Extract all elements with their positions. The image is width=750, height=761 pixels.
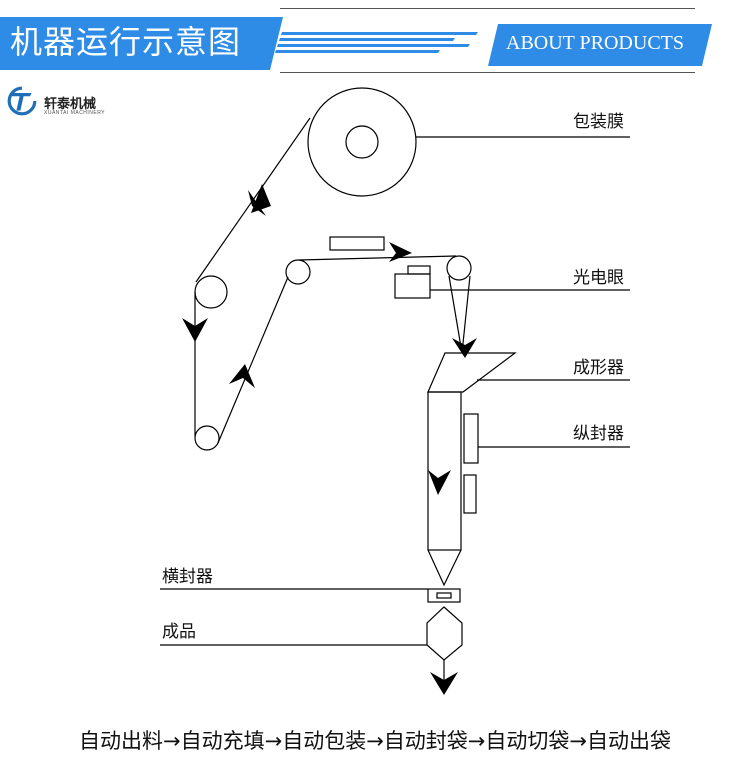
finished-bag — [426, 606, 463, 661]
transverse-sealer — [427, 588, 461, 603]
subtitle-banner — [488, 24, 712, 66]
output-arrow-icon — [430, 672, 458, 695]
guide-roller — [446, 255, 472, 281]
t-swirl-logo-icon — [7, 86, 37, 116]
product-label: 成品 — [162, 622, 196, 642]
guide-roller — [194, 275, 228, 309]
machine-diagram — [160, 87, 630, 695]
process-flow-text: 自动出料→自动充填→自动包装→自动封袋→自动切袋→自动出袋 — [79, 729, 671, 753]
forming-collar — [427, 352, 517, 393]
speed-stripe — [277, 44, 470, 47]
film-path — [217, 276, 289, 444]
film-label: 包装膜 — [573, 112, 624, 132]
flow-arrow-icon — [452, 338, 477, 358]
film-roll — [307, 87, 417, 197]
transverse-sealer-jaw — [436, 592, 452, 599]
flow-arrow-icon — [229, 364, 255, 388]
flow-arrow-icon — [428, 470, 451, 495]
logo-name: 轩泰机械 — [44, 97, 97, 112]
tube-funnel — [427, 549, 462, 587]
header-bottom-rule — [280, 72, 695, 73]
title-banner — [0, 17, 283, 70]
header-banner: 机器运行示意图 ABOUT PRODUCTS — [0, 0, 750, 80]
film-roll-core — [345, 125, 379, 159]
top-plate — [329, 236, 385, 251]
flow-arrow-icon — [389, 242, 412, 262]
forming-tube — [427, 391, 462, 551]
longitudinal-sealer-label: 纵封器 — [573, 424, 624, 444]
photo-eye-label: 光电眼 — [573, 268, 624, 288]
page-title: 机器运行示意图 — [10, 23, 242, 61]
film-path — [461, 275, 471, 354]
photo-eye-sensor — [394, 273, 431, 299]
guide-roller — [194, 425, 220, 451]
transverse-sealer-label: 横封器 — [162, 567, 213, 587]
film-path — [298, 255, 457, 261]
flow-arrow-icon — [248, 184, 271, 216]
photo-eye-cap — [407, 265, 431, 275]
longitudinal-sealer — [463, 474, 477, 514]
guide-roller — [285, 259, 311, 285]
speed-stripe — [275, 50, 440, 53]
longitudinal-sealer — [463, 413, 479, 464]
header-top-rule — [280, 8, 695, 9]
page-subtitle: ABOUT PRODUCTS — [506, 32, 684, 54]
film-path — [448, 275, 463, 354]
former-label: 成形器 — [573, 358, 624, 378]
speed-stripe — [281, 32, 478, 35]
logo-english: XUANTAI MACHINERY — [44, 110, 106, 116]
header-graphic — [0, 17, 712, 70]
speed-stripe — [279, 38, 455, 41]
flow-arrow-icon — [182, 318, 208, 342]
